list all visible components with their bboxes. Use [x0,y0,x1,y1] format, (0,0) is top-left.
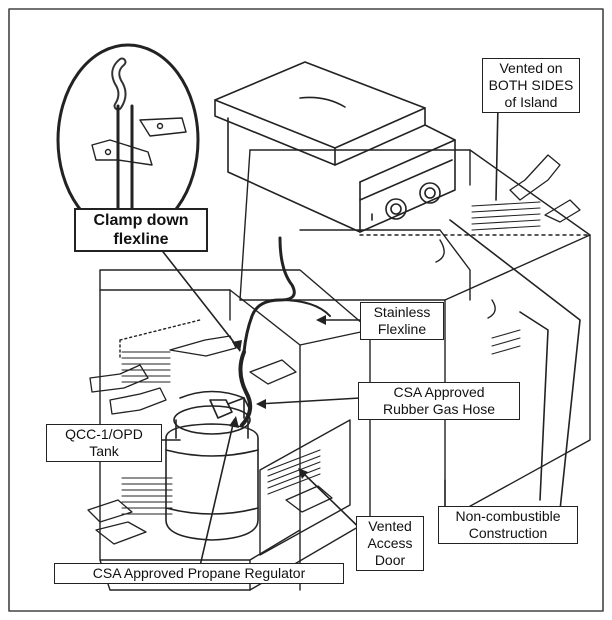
arrowheads [229,315,326,479]
clamp-detail-circle [56,43,200,237]
vent-arrow-icon [89,364,149,393]
vented-access-door-label: Vented Access Door [356,516,424,571]
rubber-line-1: CSA Approved [393,384,485,400]
vent-grilles [121,201,541,515]
clamp-line-2: flexline [113,231,169,248]
non-combustible-label: Non-combustible Construction [438,506,578,544]
propane-tank-label: QCC-1/OPD Tank [46,424,162,462]
vent-arrow-icon [509,154,561,201]
diagram-frame [8,8,604,612]
construction-line-2: Construction [468,525,548,541]
stainless-line-1: Stainless [373,304,431,320]
vented-both-sides-label: Vented on BOTH SIDES of Island [482,58,580,113]
vent-arrow-icon [87,499,133,523]
tank-line-1: QCC-1/OPD [65,426,143,442]
tank-line-2: Tank [89,443,119,459]
vent-arrow-icon [249,359,297,385]
rubber-line-2: Rubber Gas Hose [382,401,496,417]
hook-mark [487,299,496,319]
vent-arrow-icon [544,199,581,223]
vent-upper-right [471,201,541,231]
vented-line-3: of Island [504,94,558,110]
clamp-line-1: Clamp down [93,212,189,229]
vent-right-side [491,329,521,355]
vent-arrow-icon [95,521,147,545]
vent-left-upper [121,351,171,383]
vent-access-door [267,449,321,495]
vent-left-lower [121,477,173,515]
door-line-3: Door [374,552,406,568]
regulator-line-1: CSA Approved Propane Regulator [92,565,306,581]
flexline-hose-icon [242,236,331,354]
door-line-1: Vented [368,518,412,534]
vented-line-2: BOTH SIDES [488,77,574,93]
door-line-2: Access [367,535,413,551]
grill-knob-left [385,198,407,220]
stainless-line-2: Flexline [377,321,427,337]
stainless-flexline-label: Stainless Flexline [360,302,444,340]
clamp-down-flexline-label: Clamp down flexline [74,208,208,252]
propane-regulator-label: CSA Approved Propane Regulator [54,563,344,584]
rubber-gas-hose-label: CSA Approved Rubber Gas Hose [358,382,520,420]
construction-line-1: Non-combustible [455,508,561,524]
vented-line-1: Vented on [499,60,563,76]
vent-arrow-icon [109,387,167,415]
vent-arrow-icon [285,485,333,513]
hook-mark [435,239,445,263]
vent-arrow-icon [169,335,237,357]
grill-burner-icon [214,61,456,233]
grill-knob-right [419,182,441,204]
